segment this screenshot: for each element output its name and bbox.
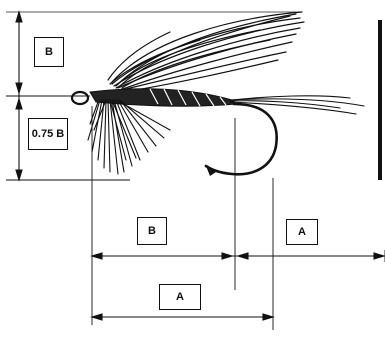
tail-length-label: A (286, 219, 318, 245)
hook-bend (204, 102, 278, 176)
hackle (87, 99, 171, 175)
vertical-dimension (6, 10, 130, 182)
right-reference-bar (378, 20, 382, 180)
hook-barb (206, 166, 216, 176)
shank-length-label: B (137, 217, 167, 245)
horizontal-dimension-upper (90, 252, 385, 260)
hook-length-label: A (159, 284, 201, 310)
tail (229, 95, 365, 115)
hackle-length-label: 0.75 B (28, 118, 68, 150)
wing-height-label: B (34, 37, 64, 67)
body (89, 88, 238, 107)
hook-eye (70, 90, 90, 106)
wing (107, 11, 305, 93)
extension-lines (91, 106, 385, 330)
horizontal-dimension-lower (90, 313, 275, 321)
